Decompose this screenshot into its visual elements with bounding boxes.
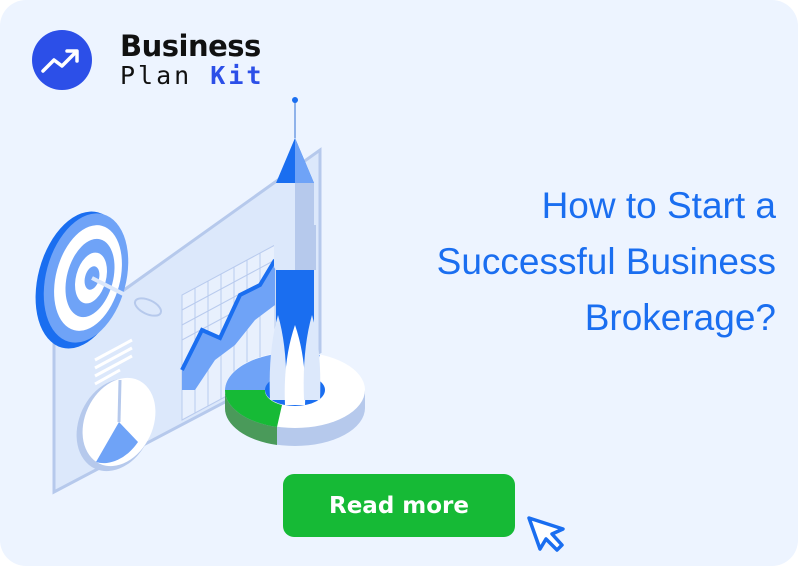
headline-line-2: Successful Business (436, 241, 776, 282)
headline: How to Start a Successful Business Broke… (437, 178, 776, 346)
brand-kit: Kit (210, 61, 265, 90)
pie-chart (76, 377, 156, 472)
rocket-icon (269, 97, 321, 405)
brand-line2: Plan Kit (120, 63, 264, 88)
headline-line-1: How to Start a (541, 185, 776, 226)
brand-logo[interactable]: Business Plan Kit (32, 30, 264, 90)
pointer-cursor-icon (527, 516, 565, 552)
brand-line1: Business (120, 29, 261, 63)
brand-plan: Plan (120, 61, 211, 90)
target-icon (35, 211, 129, 349)
headline-line-3: Brokerage? (584, 297, 776, 338)
dart-icon (91, 276, 163, 317)
trend-arrow-icon (32, 30, 92, 90)
list-lines (94, 338, 133, 386)
read-more-button[interactable]: Read more (283, 474, 515, 537)
business-growth-illustration (35, 97, 365, 495)
brand-wordmark: Business Plan Kit (120, 29, 264, 89)
